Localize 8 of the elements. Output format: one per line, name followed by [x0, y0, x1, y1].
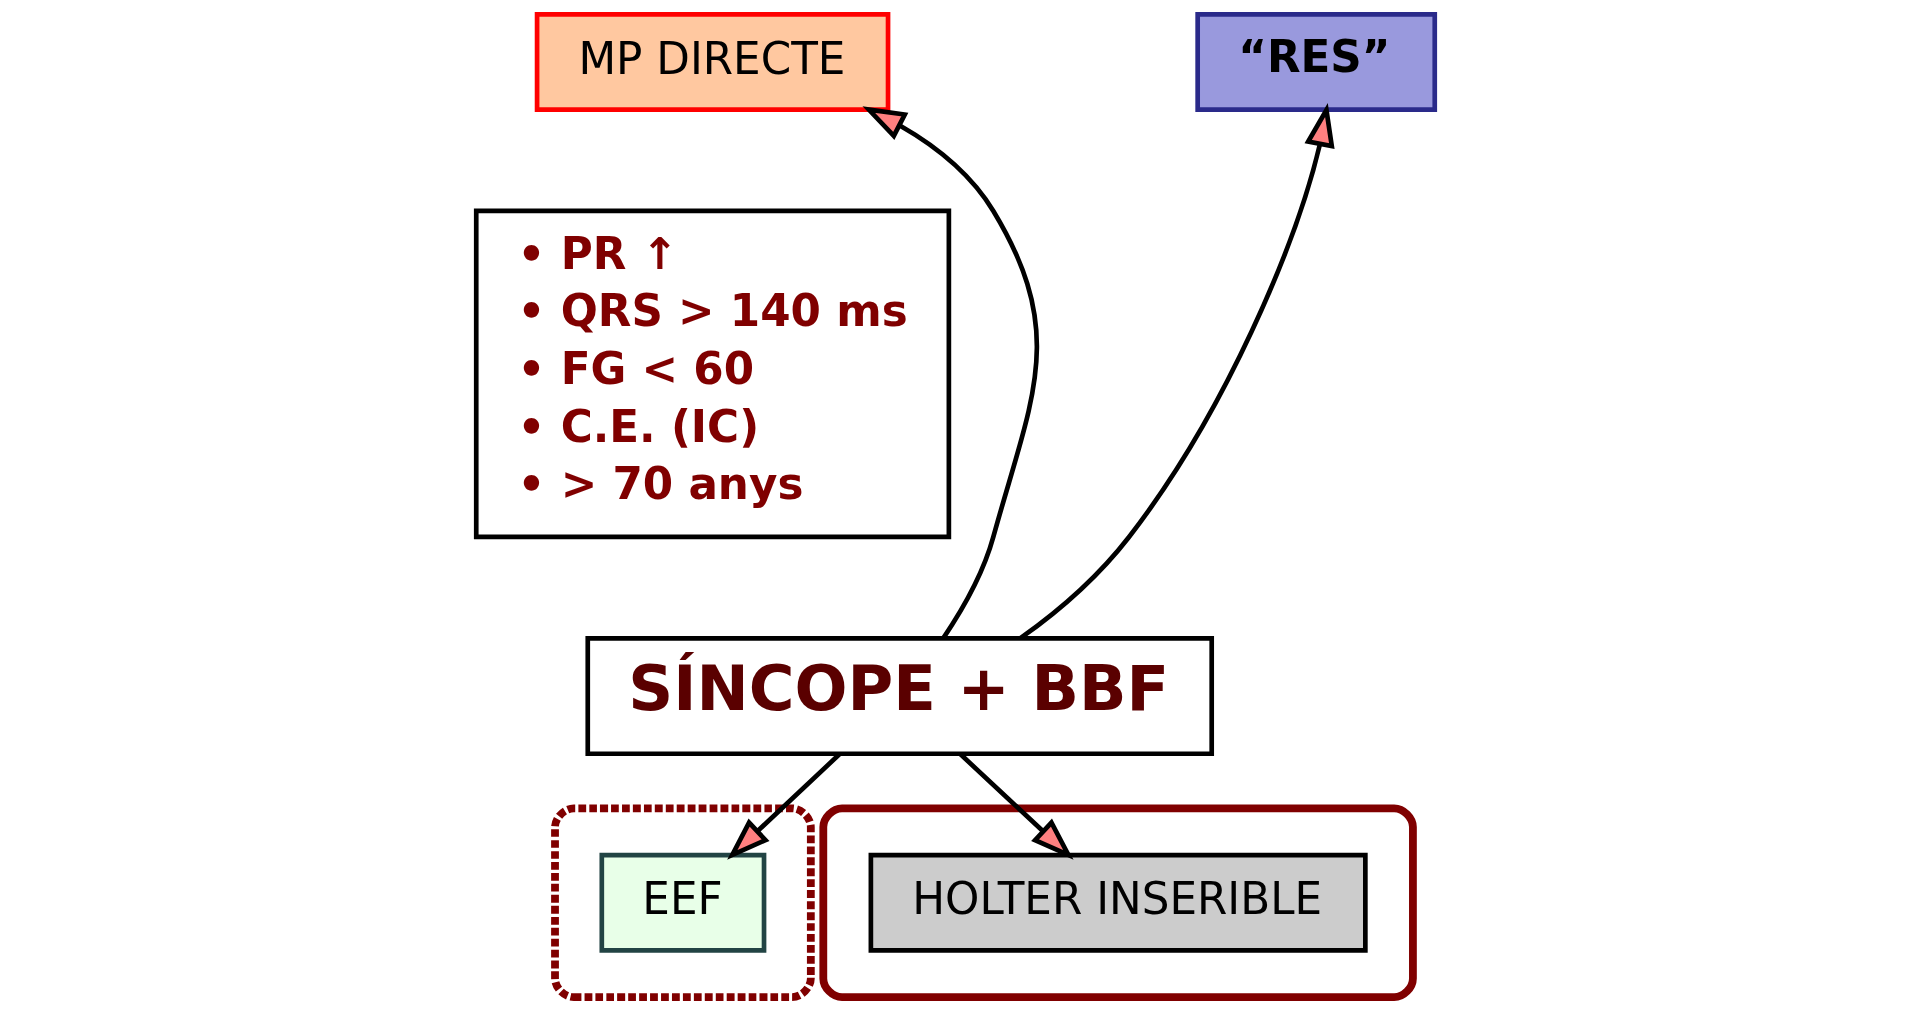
node-box: EEF — [598, 852, 766, 953]
node-box: HOLTER INSERIBLE — [868, 852, 1368, 953]
cluster — [818, 804, 1417, 1001]
node-box: MP DIRECTE — [534, 12, 890, 112]
node-box: SÍNCOPE + BBF — [584, 636, 1214, 757]
node-box: “RES” — [1194, 12, 1437, 112]
node-box: • PR ↑ • QRS > 140 ms • FG < 60 • C.E. (IC) • > 70 anys — [473, 208, 951, 540]
cluster — [550, 804, 815, 1001]
